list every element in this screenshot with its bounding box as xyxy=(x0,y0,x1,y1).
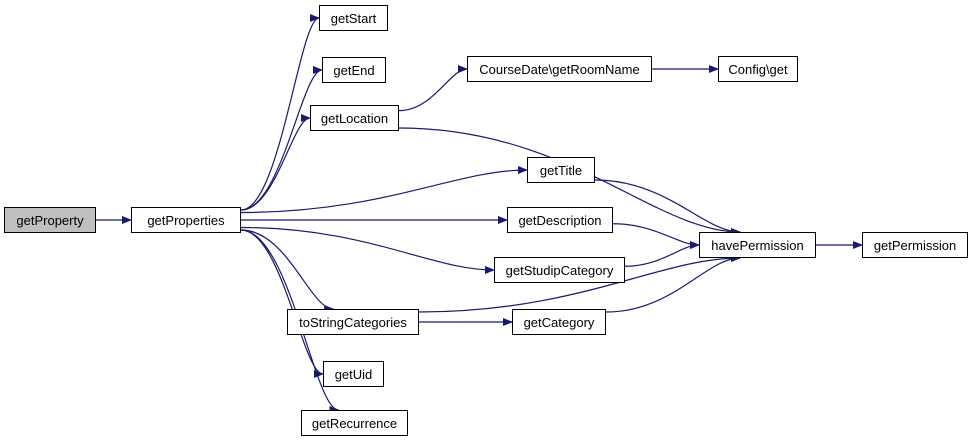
node-getdescription[interactable]: getDescription xyxy=(507,207,613,233)
node-tostringcategories[interactable]: toStringCategories xyxy=(287,309,419,335)
node-coursedate-getroomname[interactable]: CourseDate\getRoomName xyxy=(467,56,652,82)
edge-getproperties-to-getend xyxy=(240,66,323,211)
edge-getproperties-to-tostringcategories xyxy=(240,229,335,313)
edge-getstudipcategory-to-havepermission xyxy=(624,241,700,267)
edge-getlocation-to-getroomname xyxy=(398,65,468,112)
edge-gettitle-to-havepermission xyxy=(594,179,741,236)
edge-getproperties-to-gettitle xyxy=(240,166,528,214)
node-getstart[interactable]: getStart xyxy=(319,5,388,31)
node-havepermission[interactable]: havePermission xyxy=(699,232,816,258)
node-getpermission[interactable]: getPermission xyxy=(862,232,968,258)
edge-getdescription-to-havepermission xyxy=(612,223,700,249)
node-getproperty[interactable]: getProperty xyxy=(4,207,96,233)
edge-getproperties-to-getuid xyxy=(240,229,324,378)
edge-getproperties-to-getlocation xyxy=(240,114,311,211)
node-gettitle[interactable]: getTitle xyxy=(527,157,595,183)
edge-getcategory-to-havepermission xyxy=(605,254,741,313)
node-getend[interactable]: getEnd xyxy=(322,57,386,83)
node-getproperties[interactable]: getProperties xyxy=(131,207,241,233)
node-getstudipcategory[interactable]: getStudipCategory xyxy=(494,257,625,283)
node-getlocation[interactable]: getLocation xyxy=(310,105,399,131)
edge-getproperties-to-getstudipcategory xyxy=(240,226,495,274)
node-getrecurrence[interactable]: getRecurrence xyxy=(301,410,408,436)
node-getcategory[interactable]: getCategory xyxy=(512,309,606,335)
edge-tostringcategories-to-havepermission xyxy=(418,254,741,313)
node-getuid[interactable]: getUid xyxy=(323,361,384,387)
edge-getproperties-to-getstart xyxy=(240,14,320,211)
node-config-get[interactable]: Config\get xyxy=(718,56,798,82)
